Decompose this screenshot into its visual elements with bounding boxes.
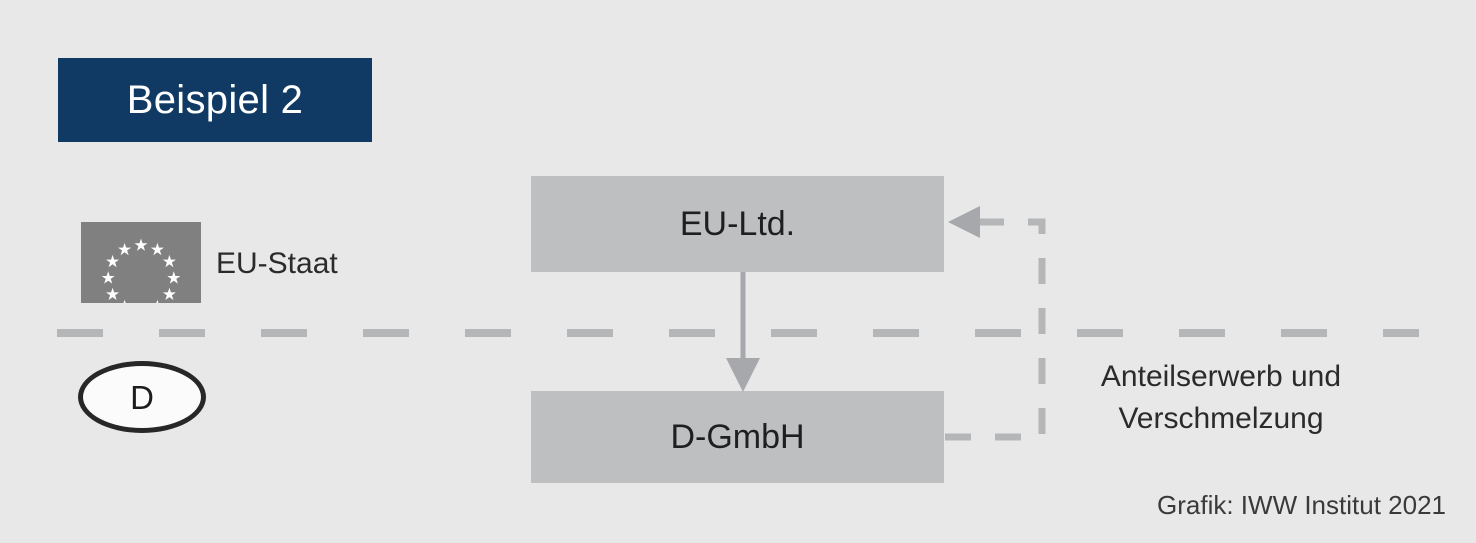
country-oval-icon: D <box>78 361 206 433</box>
title-badge: Beispiel 2 <box>58 58 372 142</box>
eu-flag-icon <box>81 222 201 303</box>
eu-state-label: EU-Staat <box>216 247 338 280</box>
credit-line: Grafik: IWW Institut 2021 <box>1157 490 1446 520</box>
annotation-line-1: Anteilserwerb und <box>1100 360 1342 393</box>
annotation-line-2: Verschmelzung <box>1118 402 1324 435</box>
state-border-line <box>57 324 1419 337</box>
country-code-label: D <box>130 378 154 416</box>
title-badge-label: Beispiel 2 <box>126 78 304 122</box>
acquisition-merger-arrow <box>945 206 1046 441</box>
entity-label-eu-ltd: EU-Ltd. <box>679 205 796 243</box>
entity-label-d-gmbh: D-GmbH <box>670 418 805 456</box>
entity-box-d-gmbh: D-GmbH <box>531 391 944 483</box>
entity-box-eu-ltd: EU-Ltd. <box>531 176 944 272</box>
annotation-acquisition-merger: Anteilserwerb und Verschmelzung <box>1051 356 1391 440</box>
